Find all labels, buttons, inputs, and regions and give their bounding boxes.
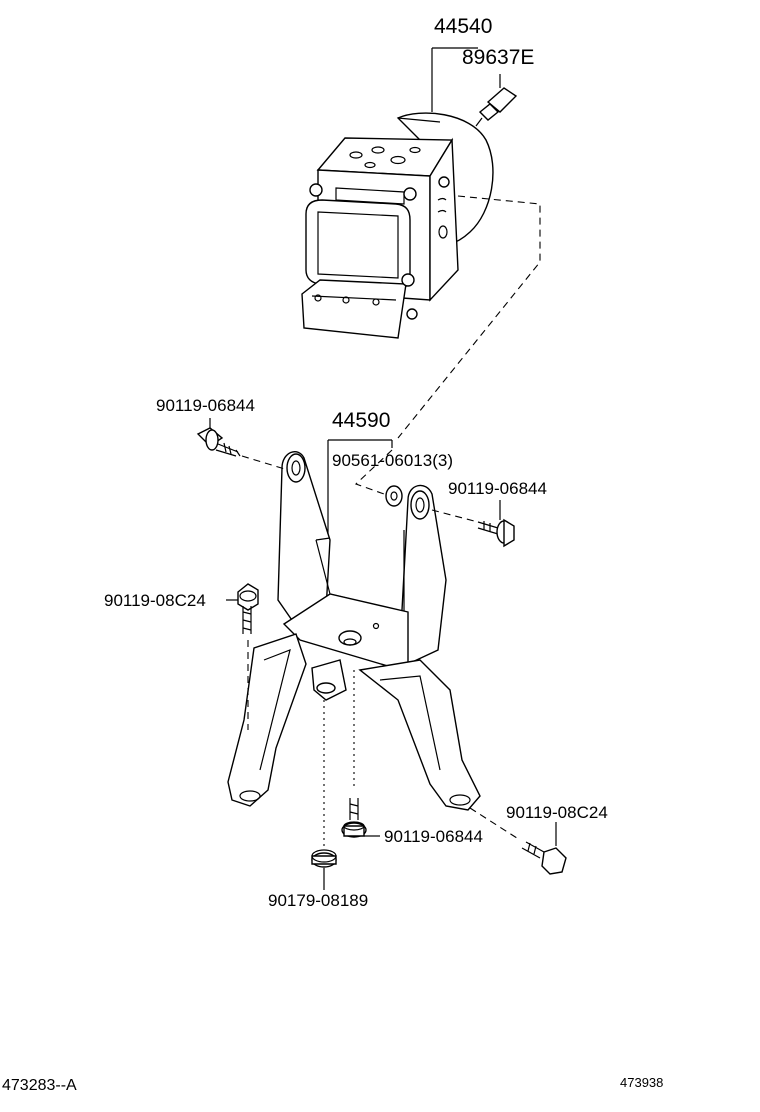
bolt-left xyxy=(237,583,259,730)
label-bolt-upper-right: 90119-06844 xyxy=(448,479,547,498)
footer-left-code: 473283--A xyxy=(2,1077,77,1094)
nut-bottom xyxy=(311,700,337,868)
bolt-upper-left xyxy=(196,427,289,471)
label-bolt-left: 90119-08C24 xyxy=(104,591,206,610)
footer-right-code: 473938 xyxy=(620,1075,664,1090)
label-bolt-lower-center: 90119-06844 xyxy=(384,827,483,846)
label-bolt-upper-left: 90119-06844 xyxy=(156,396,255,415)
bracket-assembly xyxy=(227,439,481,811)
label-89637e: 89637E xyxy=(462,46,535,69)
label-bolt-lower-right: 90119-08C24 xyxy=(506,803,608,822)
label-44590: 44590 xyxy=(332,409,391,432)
sensor-part xyxy=(475,74,518,127)
label-nut-bottom: 90179-08189 xyxy=(268,891,369,910)
bolt-lower-right xyxy=(469,807,567,875)
bolt-lower-center xyxy=(341,670,367,838)
cushion-part xyxy=(354,449,403,507)
abs-actuator-assembly xyxy=(301,47,494,339)
bolt-upper-right xyxy=(431,509,515,548)
alignment-line-actuator xyxy=(397,195,541,439)
leader-lines xyxy=(209,418,557,890)
label-cushion: 90561-06013(3) xyxy=(332,451,453,470)
label-44540: 44540 xyxy=(434,15,493,38)
